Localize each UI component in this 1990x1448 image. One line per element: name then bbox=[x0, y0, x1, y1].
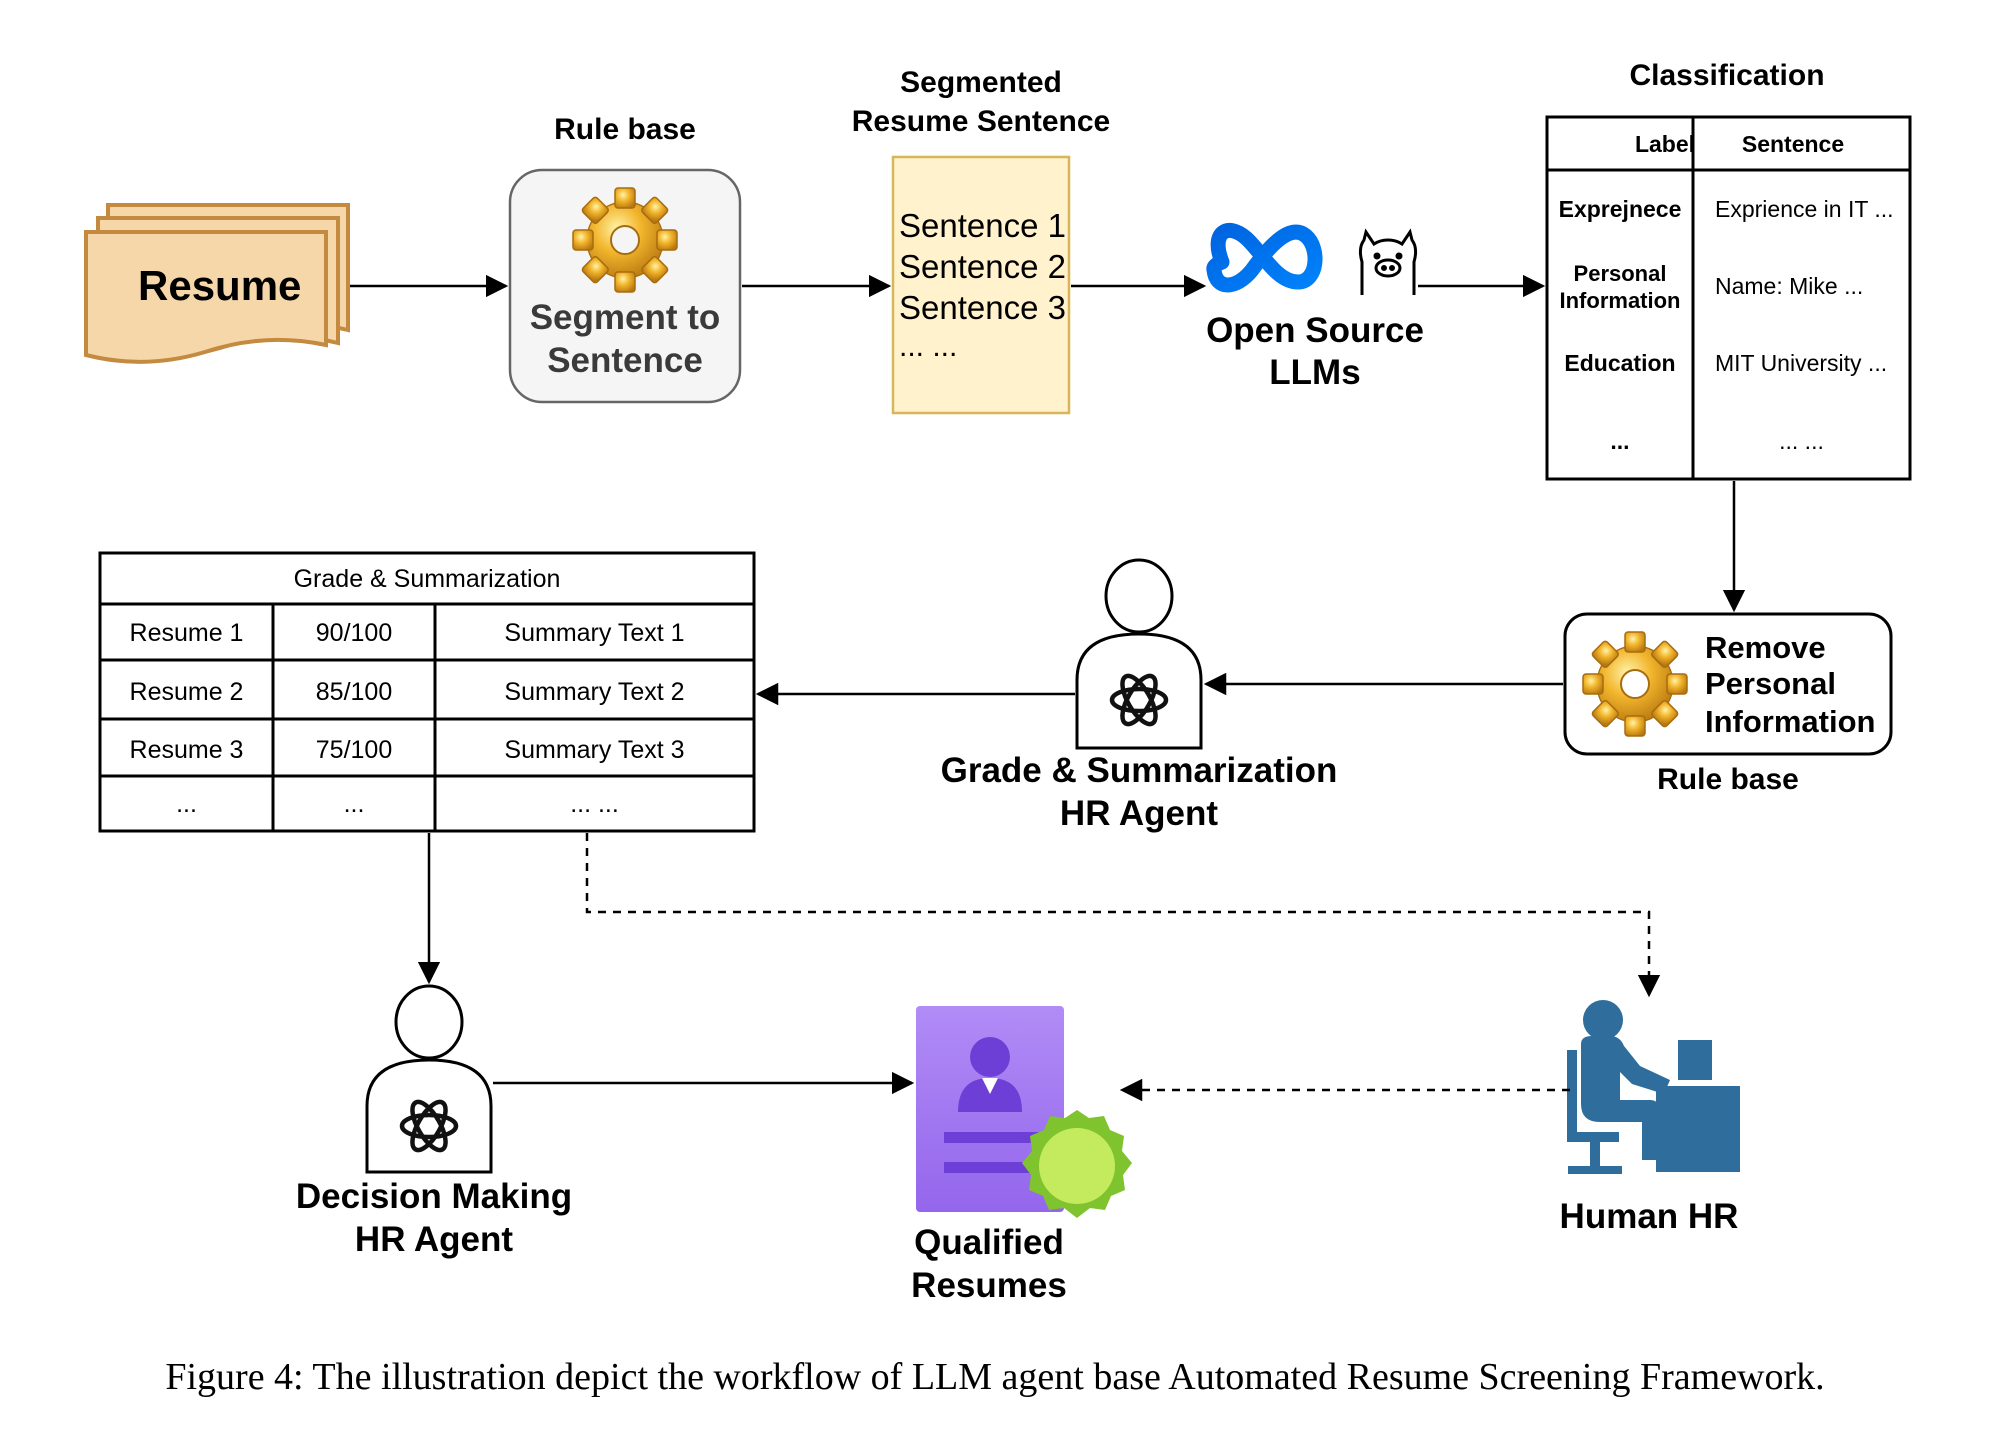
sentence-label: Sentence bbox=[547, 341, 703, 380]
figure-caption: Figure 4: The illustration depict the wo… bbox=[165, 1356, 1825, 1398]
llm-label-line1: Open Source bbox=[1206, 311, 1424, 350]
classification-header-label: Label bbox=[1634, 131, 1696, 157]
classification-cell-sentence: ... ... bbox=[1779, 428, 1824, 454]
grade-table-title: Grade & Summarization bbox=[293, 565, 561, 593]
grade-cell: Summary Text 3 bbox=[504, 736, 685, 764]
human-hr-icon bbox=[1567, 1000, 1740, 1174]
remove-pi-line3: Information bbox=[1705, 704, 1876, 739]
qualified-label-line1: Qualified bbox=[914, 1223, 1064, 1262]
grade-cell: 85/100 bbox=[315, 678, 393, 706]
remove-pi-line2: Personal bbox=[1705, 666, 1836, 701]
classification-cell-label: Exprejnece bbox=[1558, 196, 1682, 222]
llama-icon bbox=[1358, 228, 1418, 295]
segmented-title-line1: Segmented bbox=[900, 66, 1062, 99]
grade-cell: Summary Text 1 bbox=[504, 619, 685, 647]
classification-cell-label: Personal bbox=[1573, 261, 1667, 286]
grade-cell: 75/100 bbox=[315, 736, 393, 764]
resume-label: Resume bbox=[138, 262, 302, 309]
llm-label-line2: LLMs bbox=[1269, 353, 1361, 392]
classification-cell-sentence: Exprience in IT ... bbox=[1715, 196, 1894, 222]
decision-agent-label-line2: HR Agent bbox=[354, 1220, 514, 1259]
classification-table-frame bbox=[1545, 115, 1912, 481]
gear-icon bbox=[1582, 631, 1688, 737]
classification-cell-label: ... bbox=[1610, 428, 1630, 454]
sentence-item: ... ... bbox=[899, 330, 958, 363]
grade-cell: ... bbox=[343, 790, 365, 818]
sentence-item: Sentence 3 bbox=[899, 289, 1066, 326]
grade-cell: Resume 3 bbox=[129, 736, 244, 764]
classification-cell-label: Education bbox=[1564, 350, 1676, 376]
classification-cell-label: Information bbox=[1559, 288, 1681, 313]
resume-stack-icon bbox=[84, 203, 350, 364]
openai-logo-icon bbox=[399, 1099, 459, 1153]
grade-agent-label-line1: Grade & Summarization bbox=[940, 751, 1338, 790]
classification-cell-sentence: MIT University ... bbox=[1715, 350, 1888, 376]
segmented-title-line2: Resume Sentence bbox=[851, 105, 1111, 138]
segment-to-label: Segment to bbox=[529, 298, 721, 337]
rule-base-top-title: Rule base bbox=[554, 113, 696, 146]
decision-agent-label-line1: Decision Making bbox=[295, 1177, 573, 1216]
grade-agent-label-line2: HR Agent bbox=[1059, 794, 1219, 833]
rule-base-bottom-caption: Rule base bbox=[1657, 763, 1799, 796]
grade-cell: ... ... bbox=[570, 790, 619, 818]
remove-pi-line1: Remove bbox=[1705, 630, 1826, 665]
qualified-label-line2: Resumes bbox=[911, 1266, 1067, 1305]
gear-icon bbox=[572, 187, 678, 293]
sentence-item: Sentence 1 bbox=[899, 207, 1066, 244]
grade-cell: Resume 2 bbox=[129, 678, 244, 706]
meta-logo-icon bbox=[1206, 223, 1323, 293]
grade-cell: 90/100 bbox=[315, 619, 393, 647]
classification-title: Classification bbox=[1629, 59, 1825, 92]
approved-badge-icon bbox=[1022, 1110, 1132, 1218]
grade-cell: Summary Text 2 bbox=[504, 678, 685, 706]
grade-cell: ... bbox=[176, 790, 197, 818]
sentence-item: Sentence 2 bbox=[899, 248, 1066, 285]
flow-arrows bbox=[350, 274, 1746, 1102]
openai-logo-icon bbox=[1109, 673, 1169, 727]
qualified-resume-icon bbox=[916, 1006, 1132, 1218]
classification-cell-sentence: Name: Mike ... bbox=[1715, 273, 1864, 299]
grade-cell: Resume 1 bbox=[129, 619, 244, 647]
segmented-sentence-box bbox=[891, 155, 1071, 415]
grade-table-frame bbox=[98, 551, 756, 833]
classification-header-sentence: Sentence bbox=[1741, 131, 1845, 157]
human-hr-label: Human HR bbox=[1559, 1197, 1739, 1236]
